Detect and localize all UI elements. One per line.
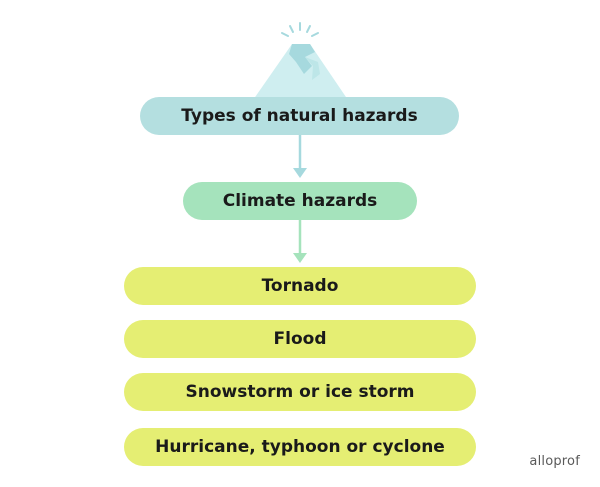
arrow-down-icon: [293, 220, 307, 263]
arrow-down-icon: [293, 135, 307, 178]
watermark-logo: alloprof: [529, 454, 580, 469]
diagram-title: Types of natural hazards: [140, 97, 459, 135]
hazard-item-tornado: Tornado: [124, 267, 476, 305]
hazard-item-snowstorm: Snowstorm or ice storm: [124, 373, 476, 411]
hazard-item-flood: Flood: [124, 320, 476, 358]
hazard-item-hurricane: Hurricane, typhoon or cyclone: [124, 428, 476, 466]
category-label: Climate hazards: [183, 182, 417, 220]
